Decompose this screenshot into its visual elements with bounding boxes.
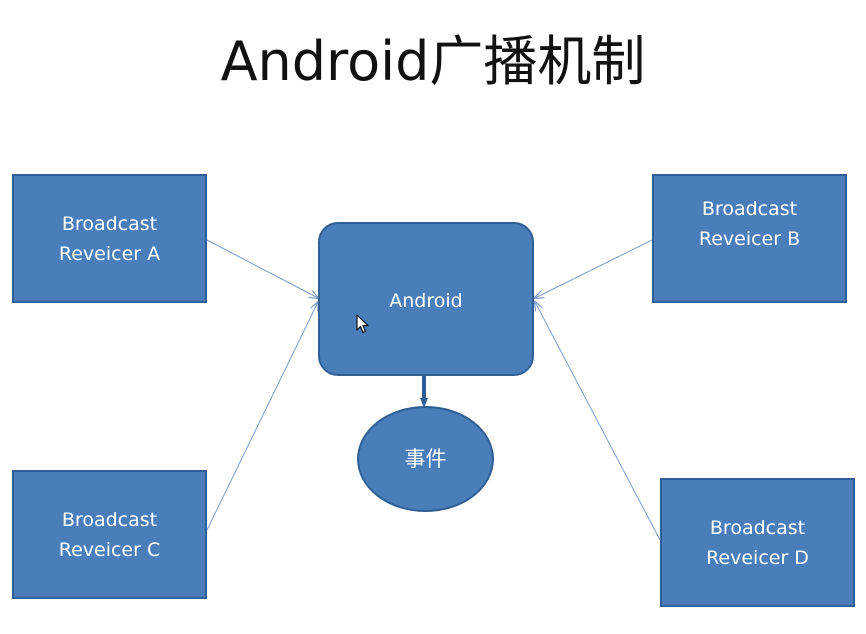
connector-receiver-c [206, 302, 318, 531]
receiver-b-line1: Broadcast [701, 197, 798, 220]
diagram-title: Android广播机制 [220, 30, 646, 93]
connector-receiver-b [535, 239, 653, 298]
receiver-c-line2: Reveicer C [58, 538, 161, 561]
connector-receiver-d [535, 302, 661, 541]
event-node-label: 事件 [404, 447, 447, 471]
android-node: Android [318, 222, 534, 376]
receiver-c-line1: Broadcast [61, 508, 158, 531]
event-node: 事件 [357, 406, 494, 512]
broadcast-receiver-c: Broadcast Reveicer C [12, 470, 207, 599]
android-node-label: Android [389, 290, 463, 312]
broadcast-receiver-d: Broadcast Reveicer D [660, 478, 855, 607]
receiver-d-line2: Reveicer D [706, 546, 809, 569]
receiver-b-line2: Reveicer B [698, 227, 801, 250]
mouse-pointer-icon [356, 314, 369, 334]
broadcast-receiver-b: Broadcast Reveicer B [652, 174, 847, 303]
connector-receiver-a [206, 239, 318, 298]
broadcast-receiver-a: Broadcast Reveicer A [12, 174, 207, 303]
receiver-d-line1: Broadcast [709, 516, 806, 539]
receiver-a-line1: Broadcast [61, 212, 158, 235]
receiver-a-line2: Reveicer A [58, 242, 161, 265]
